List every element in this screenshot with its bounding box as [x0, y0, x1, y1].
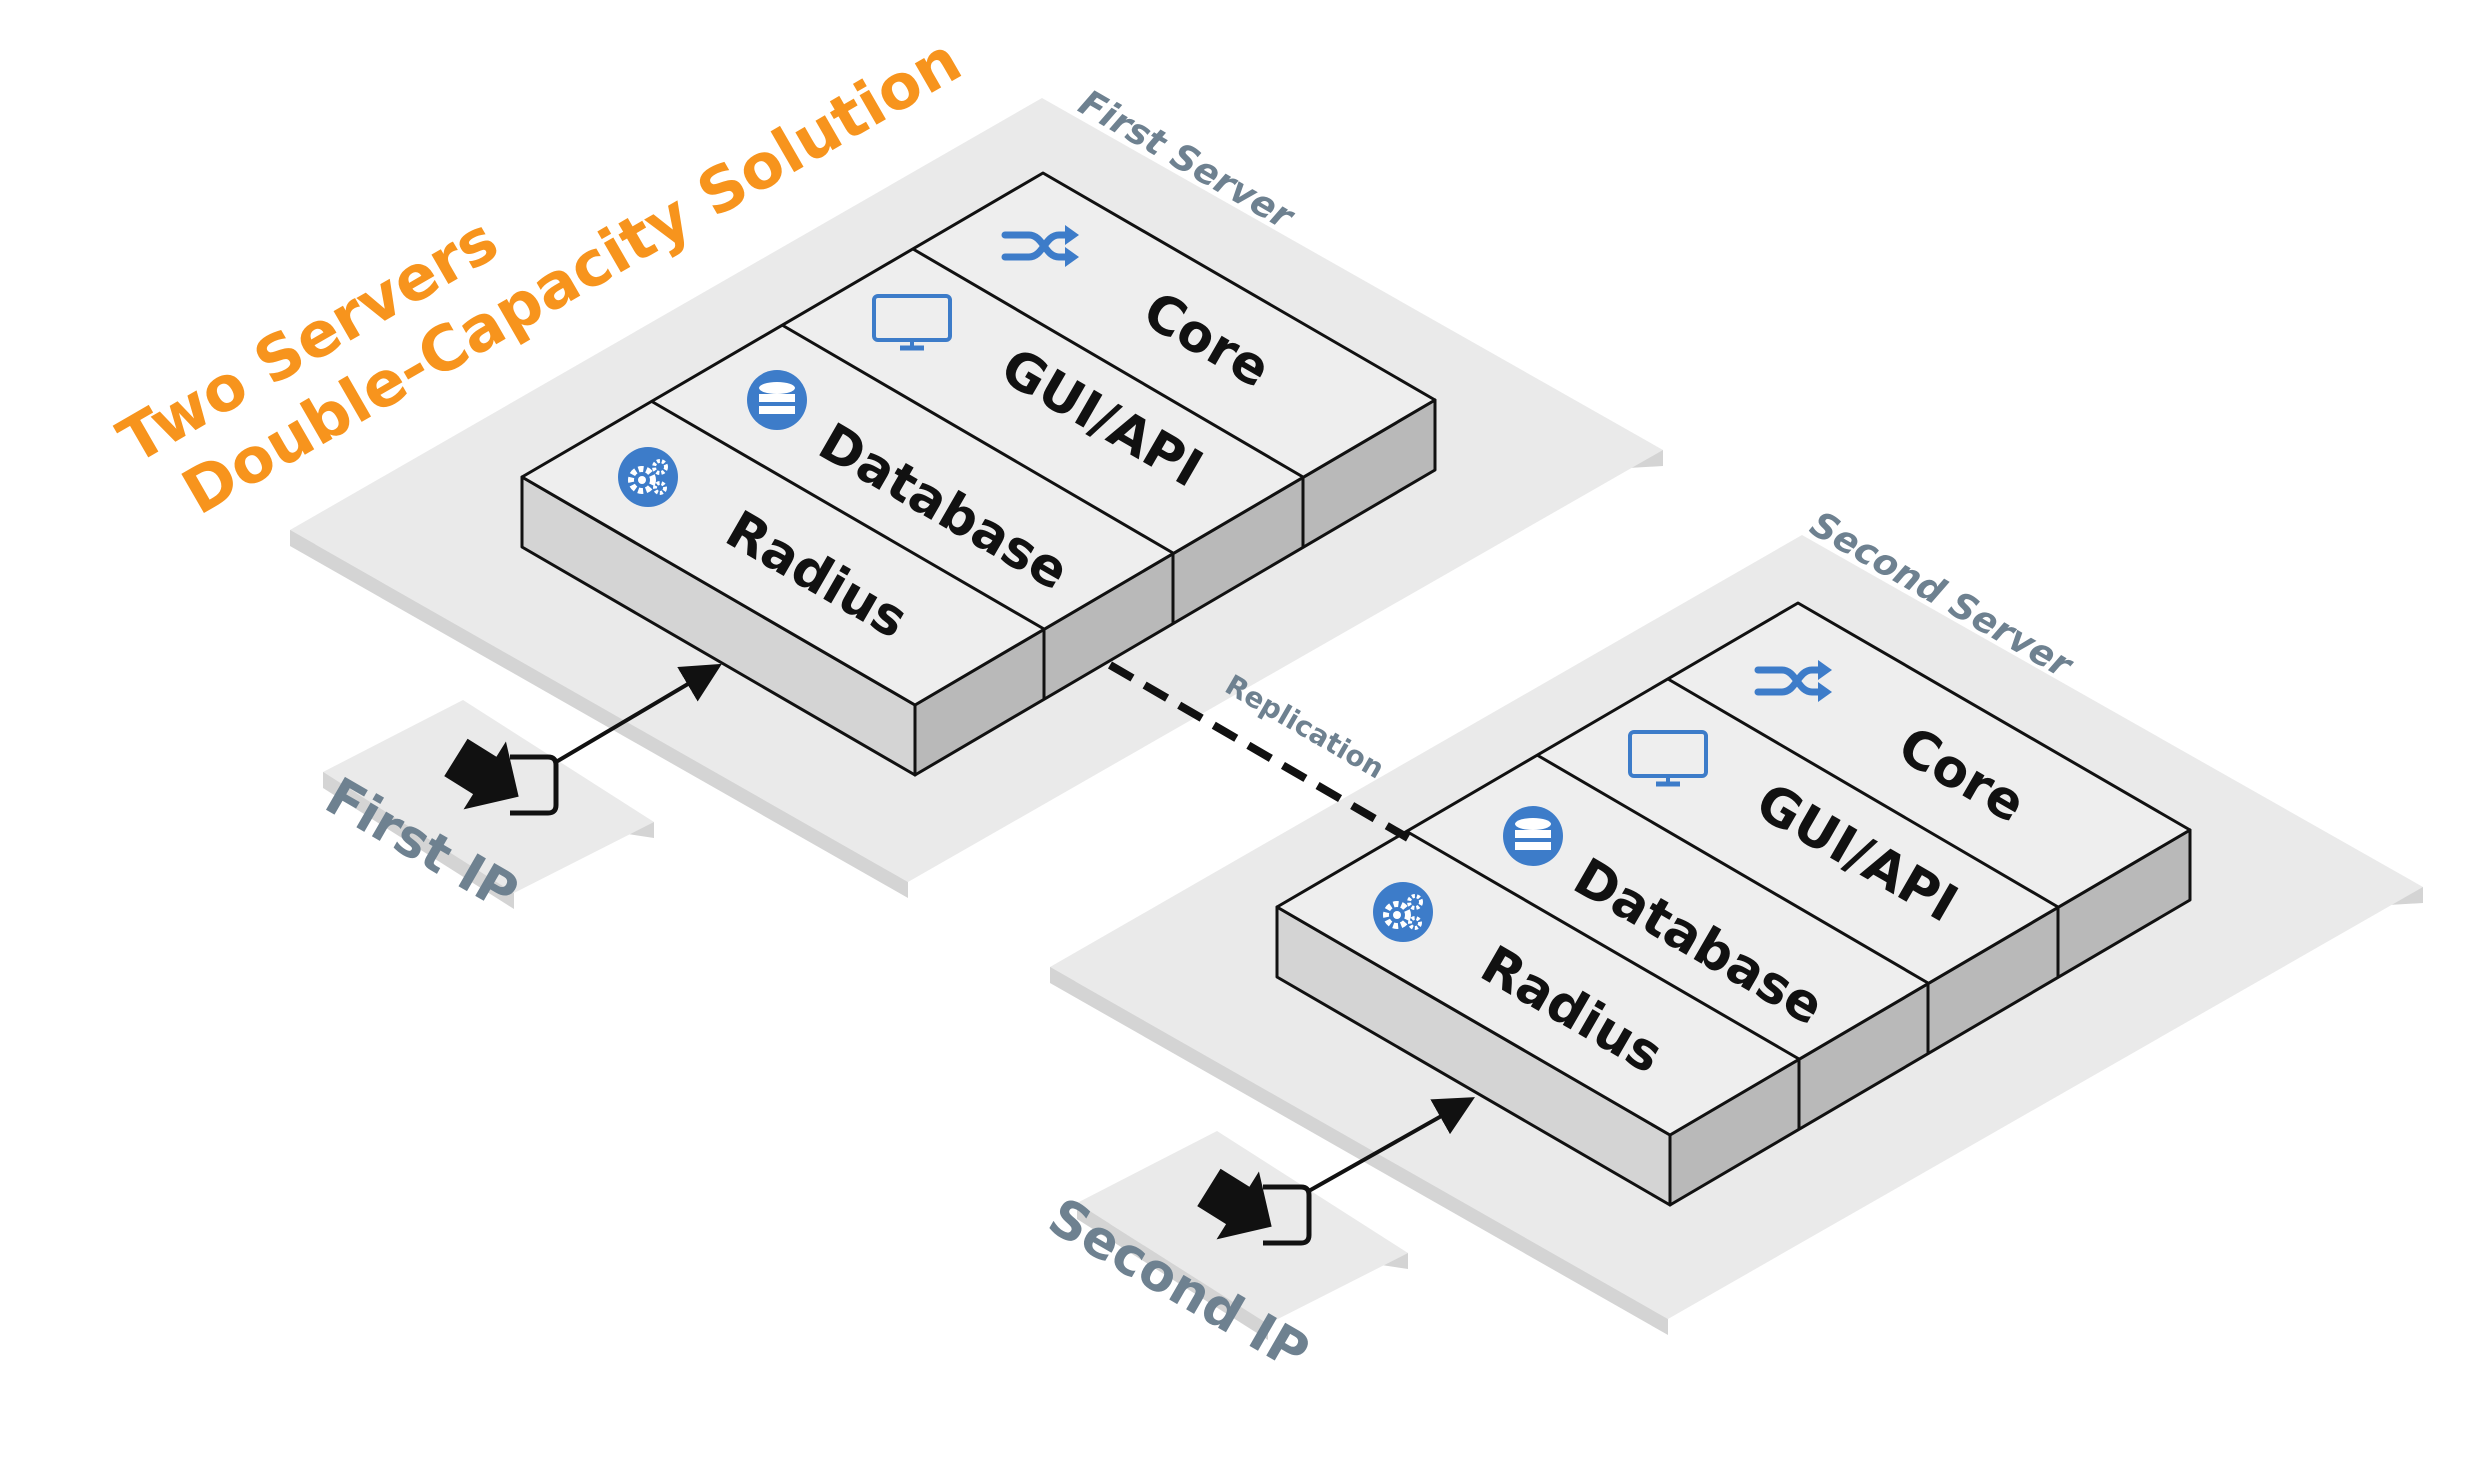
server-block: [520, 171, 1437, 777]
login-icon: [444, 738, 559, 816]
second-server: Core GUI/API Database Radius Second Serv…: [1050, 504, 2423, 1335]
login-icon: [1197, 1168, 1312, 1246]
replication-line: [1107, 661, 1411, 842]
replication-label: Replication: [1220, 668, 1390, 785]
second-ip: Second IP: [1038, 1131, 1408, 1384]
connection-arrow: [1306, 1097, 1475, 1194]
database-icon: [747, 370, 807, 430]
shuffle-icon: [1001, 225, 1079, 267]
gears-icon: [618, 447, 678, 507]
gears-icon: [1373, 882, 1433, 942]
database-icon: [1503, 806, 1563, 866]
monitor-icon: [872, 294, 952, 351]
shuffle-icon: [1754, 660, 1832, 702]
connection-arrow: [554, 663, 722, 764]
first-server: Core GUI/API Database Radius First Serve…: [290, 82, 1663, 898]
monitor-icon: [1628, 730, 1708, 787]
server-block: [1275, 601, 2192, 1207]
